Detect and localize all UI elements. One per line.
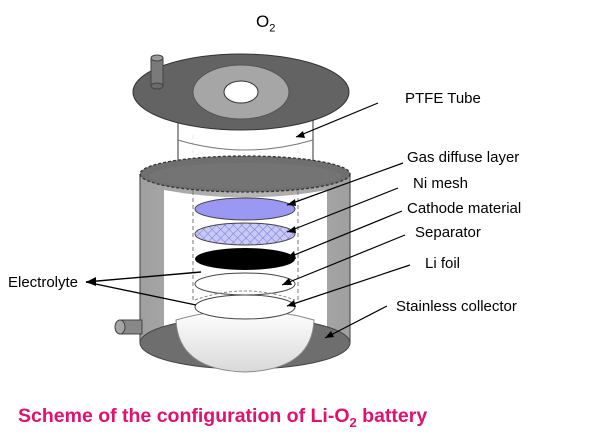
li-foil-disc	[194, 294, 296, 320]
gas-diffuse-layer-label: Gas diffuse layer	[407, 149, 520, 166]
cathode-material-disc	[195, 248, 295, 270]
ni-mesh-label: Ni mesh	[413, 175, 469, 192]
lid	[132, 53, 350, 131]
gas-inlet-hole	[223, 80, 259, 104]
ptfe-tube-label: PTFE Tube	[405, 90, 481, 107]
arrowheads	[282, 131, 334, 338]
electrolyte-label: Electrolyte	[8, 274, 79, 291]
stainless-collector-label: Stainless collector	[396, 298, 517, 315]
cathode-material-label: Cathode material	[407, 200, 522, 217]
gas-diffuse-layer-disc	[194, 197, 296, 221]
li-foil-label: Li foil	[425, 255, 461, 272]
lid-post	[150, 54, 164, 90]
separator-label: Separator	[415, 224, 481, 241]
o2-label: O2	[256, 12, 276, 35]
li-foil-dashed	[194, 290, 296, 301]
figure-caption: Scheme of the configuration of Li-O2 bat…	[18, 405, 428, 430]
ni-mesh-disc	[194, 222, 296, 246]
leader-lines	[281, 102, 411, 339]
outlet-pipe	[114, 319, 143, 335]
separator-disc	[194, 272, 296, 296]
electrolyte-arrows	[85, 271, 202, 306]
